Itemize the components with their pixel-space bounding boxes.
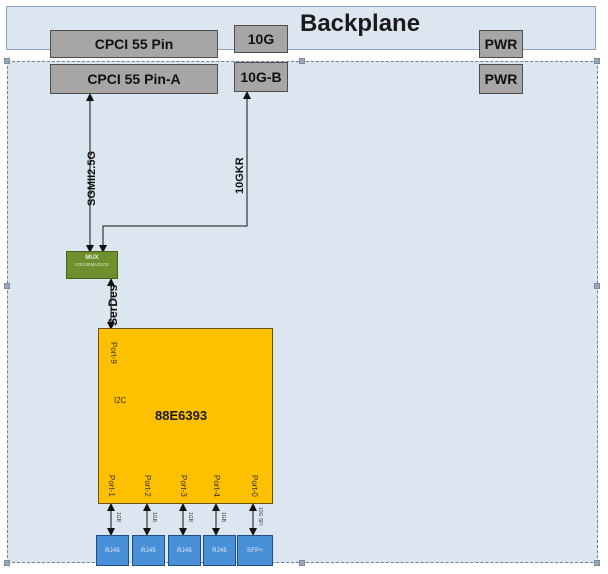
backplane-cpci-label: CPCI 55 Pin	[94, 36, 174, 52]
jack-rj45-4-label: RJ45	[212, 547, 227, 554]
backplane-title: Backplane	[300, 10, 421, 37]
port3-speed-label: 1GB	[187, 512, 193, 523]
selection-handle-top-mid[interactable]	[299, 58, 305, 64]
port2-speed-label: 1GB	[151, 512, 157, 523]
switch-port2-label: Port-2	[143, 475, 152, 497]
jack-rj45-2: RJ45	[132, 535, 165, 566]
selection-handle-mid-right[interactable]	[594, 283, 600, 289]
jack-rj45-3: RJ45	[168, 535, 201, 566]
jack-rj45-1-label: RJ45	[105, 547, 120, 554]
backplane-pwr-label: PWR	[484, 36, 518, 52]
switch-port9-label: Port-9	[109, 342, 118, 364]
jack-rj45-1: RJ45	[96, 535, 129, 566]
switch-i2c-label: I2C	[114, 396, 127, 405]
jack-rj45-3-label: RJ45	[177, 547, 192, 554]
mux-part-number: I2S100MV2103	[75, 262, 109, 267]
mux-block: MUX I2S100MV2103	[66, 251, 118, 279]
switch-port0-label: Port-0	[250, 475, 259, 497]
selection-handle-top-right[interactable]	[594, 58, 600, 64]
card-10g-label: 10G-B	[240, 69, 282, 85]
switch-chip-name: 88E6393	[155, 408, 208, 423]
port4-speed-label: 1GB	[220, 512, 226, 523]
switch-port4-label: Port-4	[212, 475, 221, 497]
switch-port3-label: Port-3	[179, 475, 188, 497]
backplane-cpci-connector: CPCI 55 Pin	[50, 30, 218, 58]
selection-handle-mid-left[interactable]	[4, 283, 10, 289]
card-10g-connector: 10G-B	[234, 62, 288, 92]
serdes-link-label: SerDes	[106, 284, 120, 326]
tengkr-wire	[99, 91, 251, 253]
selection-handle-top-left[interactable]	[4, 58, 10, 64]
backplane-pwr-connector: PWR	[479, 30, 523, 58]
port0-speed-label: 10G SFI	[257, 507, 263, 526]
switch-port1-label: Port-1	[107, 475, 116, 497]
jack-rj45-2-label: RJ45	[141, 547, 156, 554]
selection-handle-bottom-right[interactable]	[594, 560, 600, 566]
selection-handle-bottom-left[interactable]	[4, 560, 10, 566]
switch-chip	[98, 328, 273, 504]
jack-sfp-plus: SFP+	[237, 535, 273, 566]
selection-handle-bottom-mid[interactable]	[299, 560, 305, 566]
card-pwr-connector: PWR	[479, 64, 523, 94]
backplane-10g-connector: 10G	[234, 25, 288, 53]
mux-title: MUX	[85, 255, 99, 261]
card-pwr-label: PWR	[484, 71, 518, 87]
tengkr-link-label: 10GKR	[234, 157, 246, 194]
sgmii-link-label: SGMII2.5G	[86, 150, 98, 206]
jack-rj45-4: RJ45	[203, 535, 236, 566]
jack-sfp-plus-label: SFP+	[247, 547, 263, 554]
port1-speed-label: 1GB	[115, 512, 121, 523]
card-cpci-label: CPCI 55 Pin-A	[87, 71, 181, 87]
backplane-10g-label: 10G	[247, 31, 275, 47]
